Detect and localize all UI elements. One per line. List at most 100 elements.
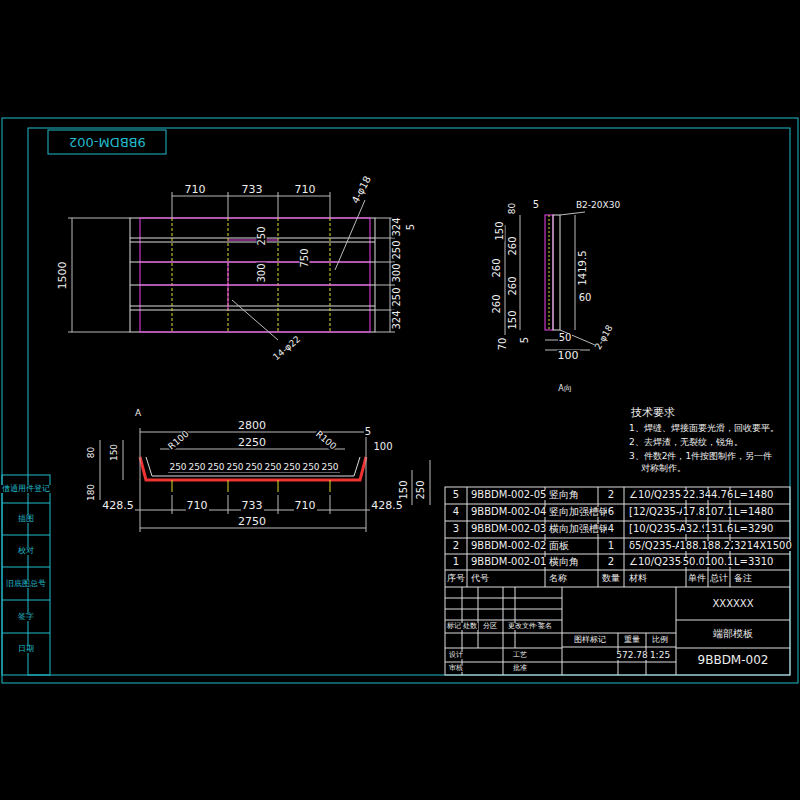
drawing-label: 总计 — [709, 574, 729, 583]
drawing-label: 428.5 — [370, 500, 404, 511]
drawing-label: 710 — [186, 500, 209, 511]
drawing-label: 2-φ18 — [593, 322, 615, 351]
drawing-label: 横向加强槽钢 — [548, 524, 610, 534]
drawing-label: B2-20X30 — [575, 201, 621, 210]
drawing-label: 3214X1500 — [733, 541, 793, 551]
drawing-label: 188.22 — [701, 541, 738, 551]
drawing-label: 260 — [492, 293, 502, 314]
drawing-label: 733 — [241, 500, 264, 511]
drawing-label: 1 — [607, 541, 615, 551]
drawing-label: 竖向加强槽钢 — [548, 507, 610, 517]
drawing-label: 733 — [241, 184, 264, 195]
drawing-label: 6 — [607, 507, 615, 517]
drawing-label: 标记 — [446, 623, 462, 630]
drawing-label: 250 — [225, 463, 244, 472]
drawing-label: [10/Q235-A — [628, 524, 687, 534]
drawing-label: 250 — [301, 463, 320, 472]
drawing-label: 250 — [282, 463, 301, 472]
drawing-label: 2、去焊渣，无裂纹，锐角。 — [628, 438, 744, 447]
drawing-label: 对称制作。 — [640, 464, 687, 473]
drawing-label: 300 — [392, 262, 402, 283]
drawing-label: XXXXXX — [711, 599, 754, 609]
drawing-label: 150 — [495, 220, 505, 241]
drawing-label: 审核 — [448, 665, 464, 672]
drawing-label: 借通用件登记 — [1, 485, 51, 493]
drawing-label: 9BBDM-002-05 — [470, 490, 547, 500]
drawing-label: 572.78 — [615, 651, 649, 660]
drawing-label: 150 — [111, 442, 120, 461]
drawing-label: 428.5 — [101, 500, 135, 511]
drawing-label: 250 — [392, 239, 402, 260]
drawing-label: L=1480 — [733, 507, 774, 517]
drawing-label: 5 — [532, 200, 540, 210]
drawing-label: 横向角 — [548, 557, 580, 567]
drawing-label: L=3290 — [733, 524, 774, 534]
drawing-label: 2750 — [237, 516, 267, 527]
drawing-label: 324 — [392, 309, 402, 330]
drawing-label: 校对 — [17, 547, 35, 555]
drawing-label: 9BBDM-002-03 — [470, 524, 547, 534]
drawing-label: 端部模板 — [712, 629, 754, 639]
drawing-label: 260 — [508, 275, 518, 296]
drawing-label: 250 — [244, 463, 263, 472]
drawing-label: 处数 — [462, 623, 478, 630]
drawing-label: 260 — [508, 235, 518, 256]
drawing-label: 250 — [416, 479, 426, 500]
drawing-label: 80 — [87, 445, 96, 458]
drawing-label: 9BBDM-002-04 — [470, 507, 547, 517]
drawing-label: 名称 — [548, 574, 568, 583]
drawing-label: 设计 — [448, 652, 464, 659]
drawing-label: 单件 — [687, 574, 707, 583]
drawing-label: 4 — [452, 507, 460, 517]
drawing-label: 分区 — [482, 623, 498, 630]
drawing-label: 5 — [520, 336, 530, 344]
drawing-label: 9BBDM-002-01 — [470, 557, 547, 567]
drawing-label: 100 — [372, 442, 393, 452]
drawing-label: 250 — [168, 463, 187, 472]
drawing-label: 710 — [294, 500, 317, 511]
drawing-label: 3 — [452, 524, 460, 534]
drawing-label: 250 — [263, 463, 282, 472]
drawing-label: 9BBDM-002 — [68, 136, 147, 149]
drawing-label: A — [134, 409, 142, 418]
drawing-label: 324 — [392, 216, 402, 237]
drawing-label: 260 — [492, 257, 502, 278]
drawing-label: 250 — [320, 463, 339, 472]
drawing-label: 1419.5 — [577, 250, 587, 287]
drawing-label: 100 — [557, 350, 580, 361]
drawing-label: 1:25 — [649, 651, 671, 660]
drawing-label: 工艺 — [512, 652, 528, 659]
drawing-label: 5 — [364, 427, 372, 437]
drawing-label: 5 — [452, 490, 460, 500]
drawing-label: 150 — [508, 309, 518, 330]
drawing-label: 备注 — [733, 574, 753, 583]
drawing-label: 2 — [452, 541, 460, 551]
drawing-label: 107.1 — [704, 507, 735, 517]
drawing-label: 材料 — [628, 574, 648, 583]
drawing-label: 80 — [508, 201, 517, 214]
drawing-label: 4 — [607, 524, 615, 534]
drawing-label: 100.1 — [704, 557, 735, 567]
drawing-label: 60 — [578, 293, 593, 303]
drawing-label: 250 — [392, 286, 402, 307]
drawing-label: 250 — [257, 225, 267, 246]
drawing-label: 2800 — [237, 420, 267, 431]
drawing-label: L=1480 — [733, 490, 774, 500]
drawing-label: 250 — [187, 463, 206, 472]
drawing-label: 4-φ18 — [350, 174, 374, 206]
drawing-label: 2250 — [237, 437, 267, 448]
drawing-label: A向 — [557, 385, 572, 393]
drawing-label: 150 — [399, 479, 409, 500]
drawing-label: 1 — [452, 557, 460, 567]
drawing-label: 2 — [607, 490, 615, 500]
drawing-label: 710 — [184, 184, 207, 195]
drawing-label: 1、焊缝、焊接面要光滑，回收要平。 — [628, 424, 780, 433]
drawing-label: 旧底图总号 — [5, 580, 47, 588]
drawing-label: 图样标记 — [573, 636, 607, 644]
drawing-label: 批准 — [512, 665, 528, 672]
drawing-label: 750 — [300, 247, 310, 268]
drawing-label: 5 — [406, 223, 416, 231]
drawing-label: 131.6 — [704, 524, 735, 534]
